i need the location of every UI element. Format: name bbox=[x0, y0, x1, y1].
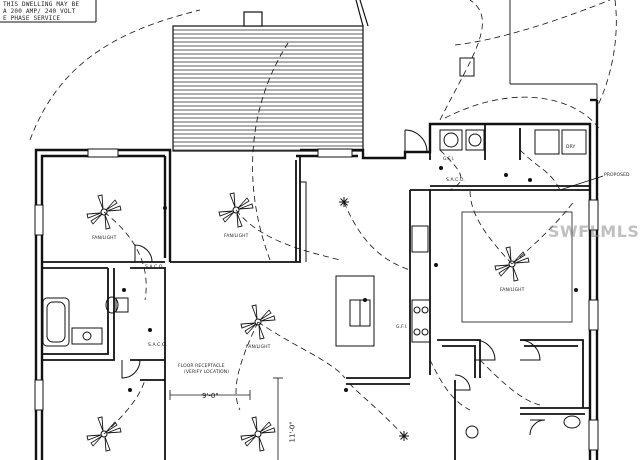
service-note-line3: E PHASE SERVICE bbox=[3, 15, 61, 22]
garage-outline bbox=[509, 0, 598, 100]
floor-receptacle-label: FLOOR RECEPTACLE bbox=[178, 364, 225, 369]
saco-label-3: S.A.C.O. bbox=[446, 178, 465, 183]
mls-watermark: SWFLMLS bbox=[548, 222, 640, 241]
porch-roof bbox=[172, 0, 369, 152]
fan-light-label-3: FAN/LIGHT bbox=[500, 288, 525, 293]
exterior-walls bbox=[34, 98, 599, 460]
dimension-lines bbox=[169, 377, 283, 460]
wiring-runs bbox=[29, 0, 617, 437]
fan-light-label-4: FAN/LIGHT bbox=[246, 345, 271, 350]
dryer-label: DRY bbox=[566, 145, 576, 150]
floor-receptacle-note: (VERIFY LOCATION) bbox=[184, 370, 230, 375]
fan-light-label-1: FAN/LIGHT bbox=[92, 236, 117, 241]
gfi-label-2: G.F.I. bbox=[396, 325, 408, 330]
bathroom-fixtures bbox=[42, 296, 581, 439]
proposed-label: PROPOSED bbox=[604, 173, 630, 178]
windows bbox=[34, 148, 599, 451]
dimension-9ft: 9'-0" bbox=[202, 392, 219, 400]
receptacles bbox=[122, 166, 578, 392]
saco-label-2: S.A.C.O. bbox=[148, 343, 167, 348]
doors bbox=[121, 129, 546, 436]
gfi-label-1: G.F.I. bbox=[443, 157, 455, 162]
saco-label-1: S.A.C.O. bbox=[145, 265, 164, 270]
proposed-leader bbox=[559, 175, 604, 191]
dimension-11ft: 11'-0" bbox=[288, 421, 297, 443]
dining-ceiling-outline bbox=[461, 211, 573, 323]
service-note-line2: A 200 AMP/ 240 VOLT bbox=[3, 8, 76, 15]
service-note-line1: THIS DWELLING MAY BE bbox=[3, 1, 80, 8]
kitchen-counters bbox=[335, 57, 587, 347]
service-note-box bbox=[0, 0, 97, 23]
fan-light-label-2: FAN/LIGHT bbox=[224, 234, 249, 239]
